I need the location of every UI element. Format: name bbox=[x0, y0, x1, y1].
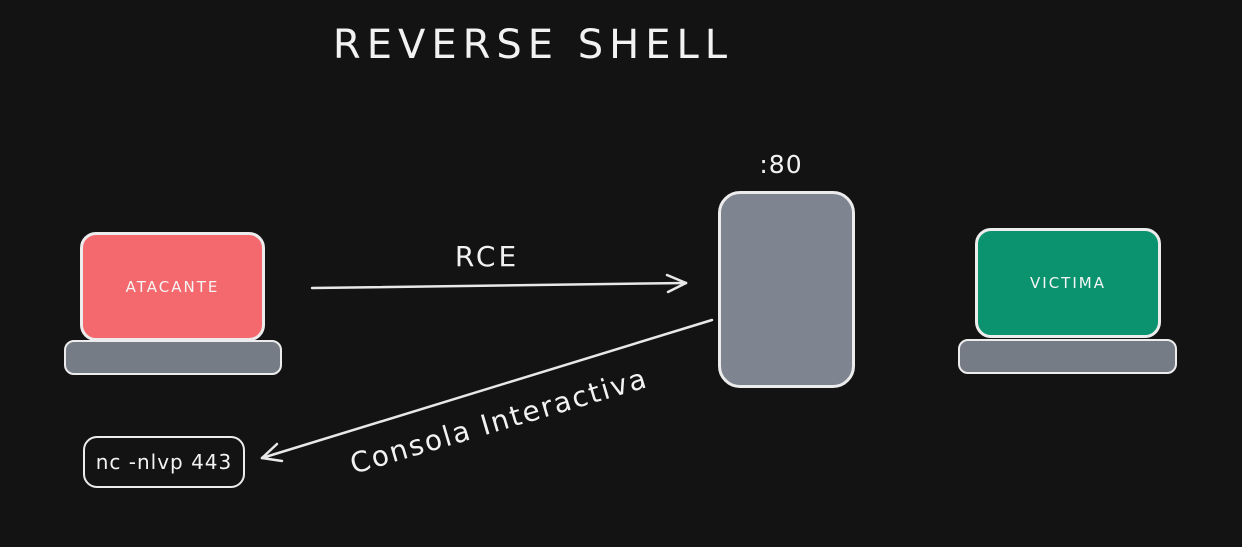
server-node bbox=[718, 191, 855, 388]
rce-arrow-label: RCE bbox=[454, 240, 520, 273]
victim-laptop-base bbox=[958, 339, 1177, 374]
server-port-label: :80 bbox=[759, 150, 803, 179]
reverse-shell-arrow-label: Consola Interactiva bbox=[346, 361, 652, 481]
attacker-laptop-base bbox=[64, 340, 282, 375]
attacker-label: ATACANTE bbox=[125, 277, 220, 296]
attacker-node: ATACANTE bbox=[64, 232, 283, 382]
victim-node: VICTIMA bbox=[958, 228, 1178, 380]
victim-laptop-screen: VICTIMA bbox=[975, 228, 1161, 338]
victim-label: VICTIMA bbox=[1030, 274, 1106, 292]
diagram-title: REVERSE SHELL bbox=[332, 22, 734, 68]
rce-arrow bbox=[310, 273, 688, 294]
netcat-command-box: nc -nlvp 443 bbox=[83, 436, 245, 488]
attacker-laptop-screen: ATACANTE bbox=[80, 232, 265, 341]
